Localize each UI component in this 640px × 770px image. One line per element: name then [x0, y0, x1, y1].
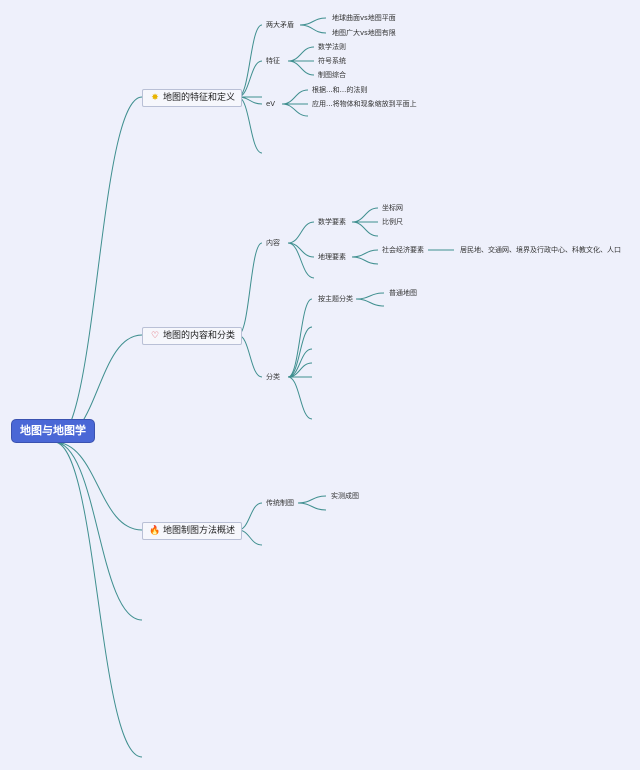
sub-connector [287, 348, 313, 378]
leaf-node[interactable]: 地球曲面vs地图平面 [332, 14, 396, 22]
node-contradictions[interactable]: 两大矛盾 [266, 21, 294, 29]
fire-icon: 🔥 [149, 526, 161, 536]
root-connector [53, 441, 143, 621]
topic-map-methods[interactable]: 🔥地图制图方法概述 [142, 522, 243, 540]
leaf-connector [351, 249, 379, 258]
leaf-node[interactable]: 居民地、交通网、境界及行政中心、科教文化、人口 [460, 246, 621, 254]
leaf-connector [351, 207, 379, 223]
leaf-connector [355, 298, 385, 307]
leaf-node[interactable]: 比例尺 [382, 218, 403, 226]
leaf-node[interactable]: 符号系统 [318, 57, 346, 65]
leaf-connector [297, 495, 327, 504]
node-math-elements[interactable]: 数学要素 [318, 218, 346, 226]
topic-map-content[interactable]: ♡地图的内容和分类 [142, 327, 243, 345]
node-by-theme[interactable]: 按主题分类 [318, 295, 353, 303]
node-socioeconomic[interactable]: 社会经济要素 [382, 246, 424, 254]
topic-map-features[interactable]: ✸ 地图的特征和定义 [142, 89, 243, 107]
leaf-connector [281, 89, 309, 105]
node-classification[interactable]: 分类 [266, 373, 280, 381]
node-content[interactable]: 内容 [266, 239, 280, 247]
root-connector [53, 441, 143, 531]
leaf-connector [351, 221, 379, 237]
leaf-connector [281, 103, 309, 117]
leaf-connector [355, 292, 385, 300]
heart-icon: ♡ [150, 331, 160, 341]
root-connector [53, 96, 143, 443]
branch-connector [237, 242, 263, 336]
leaf-node[interactable]: 坐标网 [382, 204, 403, 212]
sub-connector [287, 242, 315, 258]
branch-connector [237, 24, 263, 98]
sub-connector [287, 326, 313, 378]
node-definition[interactable]: eV [266, 100, 276, 108]
leaf-node[interactable]: 实测成图 [331, 492, 359, 500]
leaf-node[interactable]: 根据...和...的法则 [312, 86, 368, 94]
leaf-connector [287, 60, 315, 76]
leaf-node[interactable]: 制图综合 [318, 71, 346, 79]
node-traditional[interactable]: 传统制图 [266, 499, 294, 507]
topic-label: 地图制图方法概述 [163, 526, 236, 536]
root-topic[interactable]: 地图与地图学 [12, 420, 94, 442]
topic-label: 地图的特征和定义 [163, 93, 236, 103]
sub-connector [287, 298, 313, 378]
leaf-connector [287, 46, 315, 62]
leaf-connector [297, 502, 327, 511]
star-icon: ✸ [151, 93, 159, 103]
leaf-connector [351, 256, 379, 265]
leaf-node[interactable]: 地图广大vs地图有限 [332, 29, 396, 37]
leaf-connector [299, 24, 327, 34]
sub-connector [287, 376, 313, 420]
leaf-node[interactable]: 数学法则 [318, 43, 346, 51]
topic-label: 地图的内容和分类 [163, 331, 236, 341]
sub-connector [287, 242, 315, 279]
node-features[interactable]: 特征 [266, 57, 280, 65]
node-geo-elements[interactable]: 地理要素 [318, 253, 346, 261]
leaf-node[interactable]: 普通地图 [389, 289, 417, 297]
leaf-connector [299, 17, 327, 26]
leaf-node[interactable]: 应用...将物体和现象缩放到平面上 [312, 100, 417, 108]
root-connector [53, 441, 143, 758]
sub-connector [287, 221, 315, 244]
